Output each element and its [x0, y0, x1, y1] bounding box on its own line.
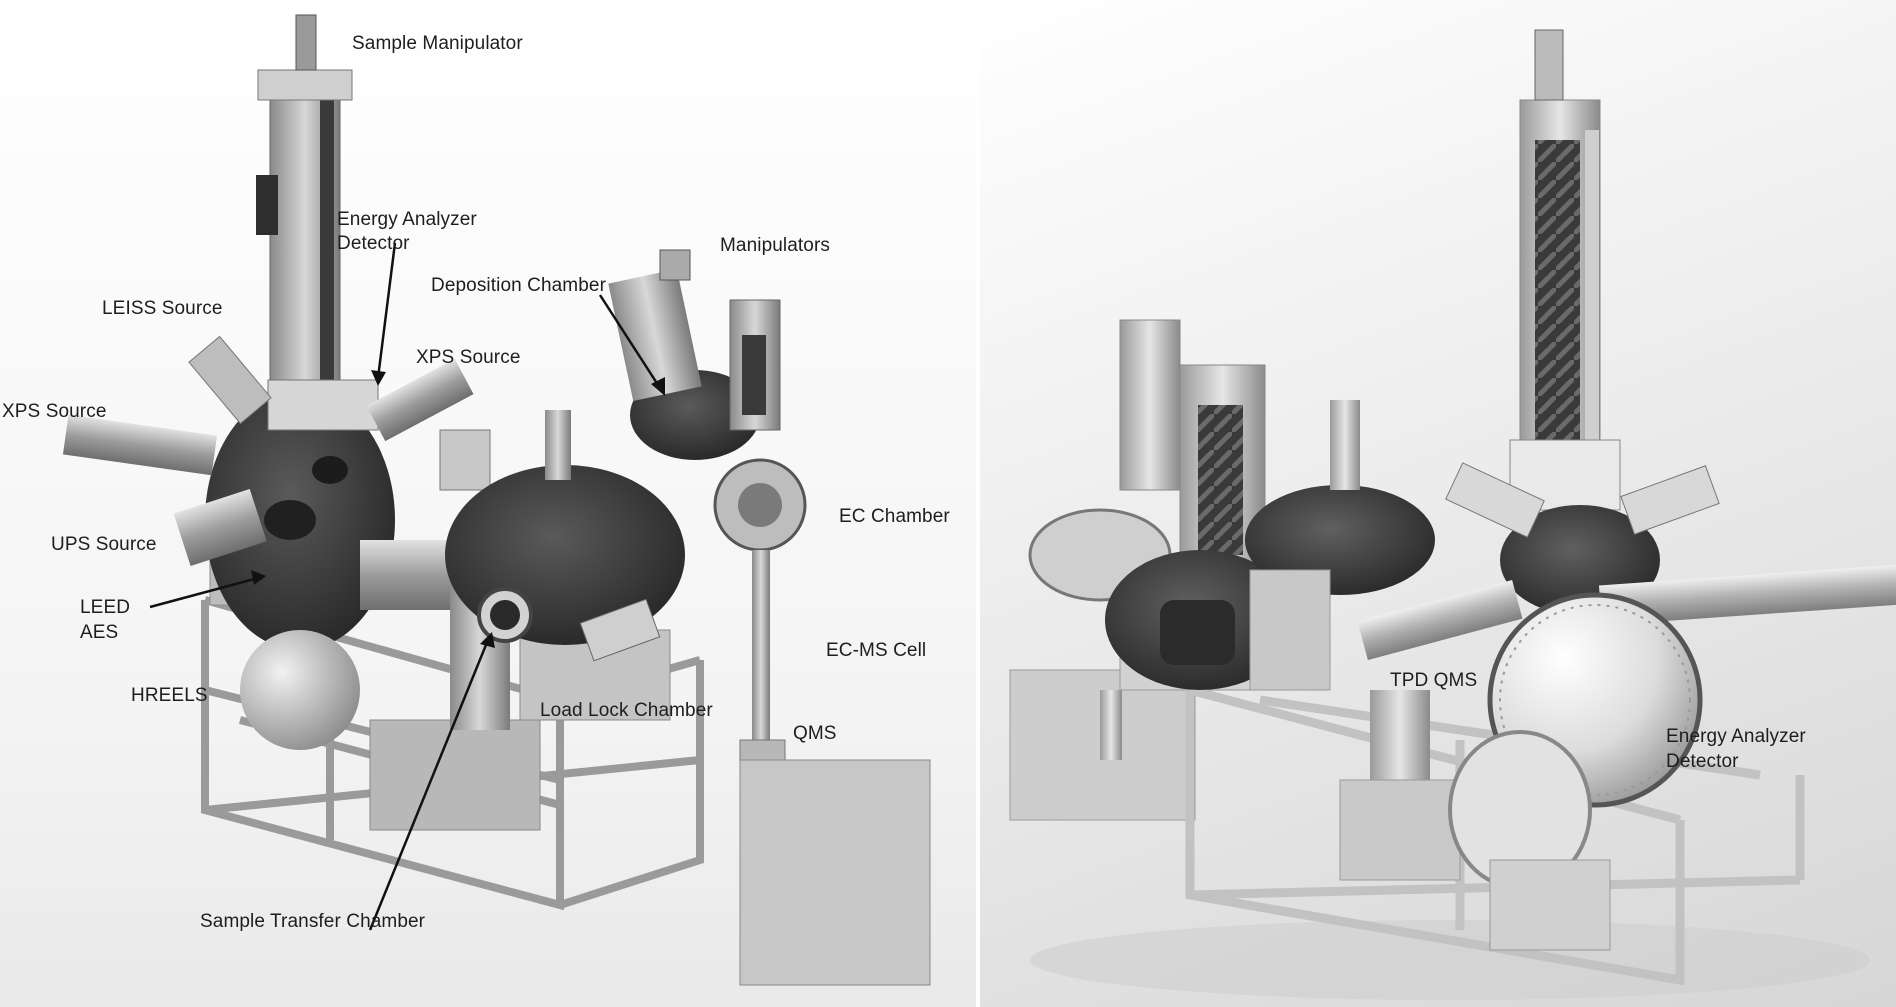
label-tpd-qms: TPD QMS	[1390, 670, 1478, 691]
panel-divider	[976, 0, 980, 1007]
right-panel-render: TPD QMS Energy Analyzer Detector	[980, 0, 1896, 1007]
label-qms: QMS	[793, 723, 837, 744]
label-ups-source: UPS Source	[51, 534, 157, 555]
label-sample-transfer-chamber: Sample Transfer Chamber	[200, 911, 426, 932]
label-leed: LEED	[80, 597, 131, 618]
label-load-lock-chamber: Load Lock Chamber	[540, 700, 713, 721]
right-apparatus-render	[1009, 29, 1896, 1000]
callout-lines	[149, 242, 662, 931]
label-energy-analyzer-line2: Detector	[337, 233, 410, 254]
label-energy-analyzer-line1: Energy Analyzer	[1666, 726, 1806, 747]
label-manipulators: Manipulators	[720, 235, 830, 256]
left-panel-render: Sample Manipulator Energy Analyzer Detec…	[0, 0, 976, 1007]
label-energy-analyzer-line2: Detector	[1666, 751, 1739, 772]
label-xps-source-left: XPS Source	[2, 401, 107, 422]
left-apparatus-render	[62, 14, 931, 986]
label-deposition-chamber: Deposition Chamber	[431, 275, 606, 296]
label-ec-chamber: EC Chamber	[839, 506, 950, 527]
label-xps-source-right: XPS Source	[416, 347, 521, 368]
label-ec-ms-cell: EC-MS Cell	[826, 640, 927, 661]
label-aes: AES	[80, 622, 119, 643]
label-hreels: HREELS	[131, 685, 208, 706]
label-energy-analyzer-line1: Energy Analyzer	[337, 209, 477, 230]
label-leiss-source: LEISS Source	[102, 298, 223, 319]
label-sample-manipulator: Sample Manipulator	[352, 33, 523, 54]
